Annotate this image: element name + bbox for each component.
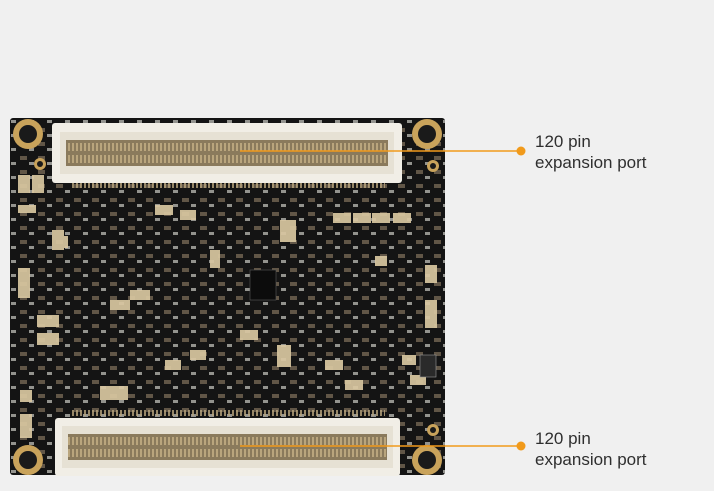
callout-label-top: 120 pin expansion port bbox=[535, 131, 647, 173]
callout-label-bottom: 120 pin expansion port bbox=[535, 428, 647, 470]
connector-bottom bbox=[55, 410, 400, 476]
callout-label-bottom-line1: 120 pin bbox=[535, 429, 591, 448]
ic-chip bbox=[419, 354, 437, 378]
callout-dot-bottom bbox=[516, 441, 526, 451]
smd-components bbox=[18, 175, 437, 438]
mounting-holes bbox=[13, 119, 442, 475]
callout-label-bottom-line2: expansion port bbox=[535, 450, 647, 469]
callout-label-top-line2: expansion port bbox=[535, 153, 647, 172]
callout-dot-top bbox=[516, 146, 526, 156]
connector-top bbox=[52, 123, 402, 188]
callout-label-top-line1: 120 pin bbox=[535, 132, 591, 151]
